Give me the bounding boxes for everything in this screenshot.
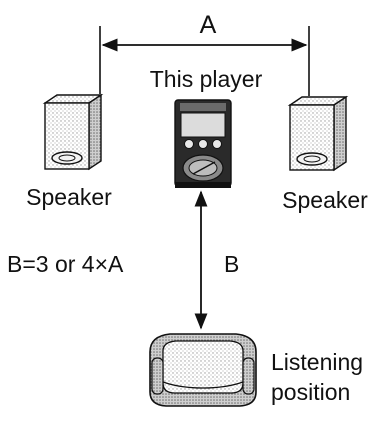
speaker-icon xyxy=(42,93,104,171)
speaker-right-label: Speaker xyxy=(282,187,368,213)
armchair-icon xyxy=(149,333,257,407)
distance-a-dimension xyxy=(99,26,310,96)
distance-b-label: B xyxy=(224,251,239,277)
speaker-icon xyxy=(287,95,349,172)
listening-position-label-line2: position xyxy=(271,379,350,405)
player-icon xyxy=(174,99,232,188)
listening-position-label-line1: Listening xyxy=(271,349,363,375)
distance-formula-label: B=3 or 4×A xyxy=(7,251,124,277)
distance-a-label: A xyxy=(200,11,217,39)
speaker-left-label: Speaker xyxy=(26,184,112,210)
player-label: This player xyxy=(150,66,263,92)
